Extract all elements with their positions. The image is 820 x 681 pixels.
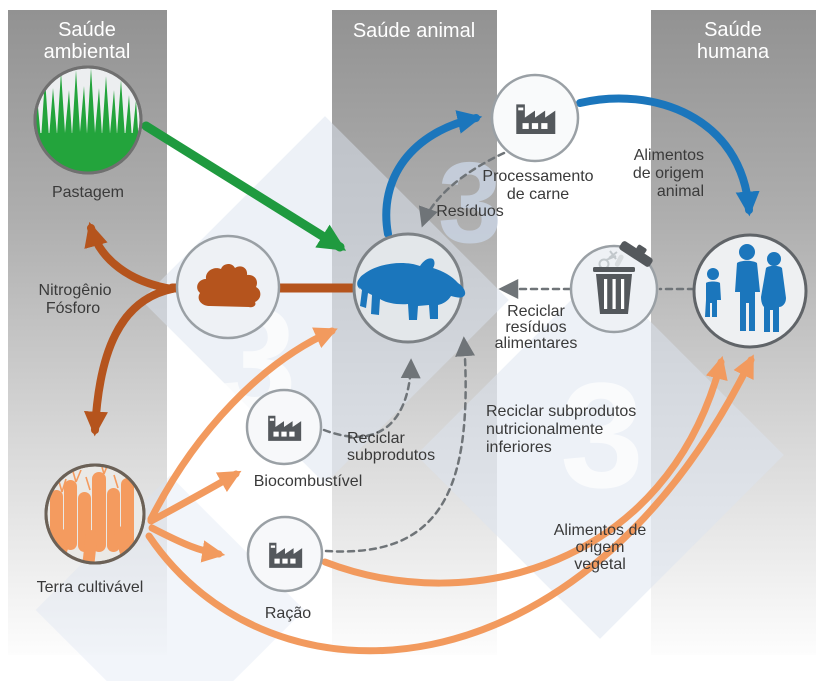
feed-node [246,515,324,593]
labels: Pastagem Nitrogênio Fósforo Terra cultiv… [37,147,704,622]
arable-land-to-biofuel-arrow [147,470,242,525]
pasture-label: Pastagem [52,184,124,201]
arable-land-label: Terra cultivável [37,579,144,596]
animal-foods-label: Alimentos [634,147,704,164]
plant-foods-label: Alimentos de [554,522,647,539]
recycle-byproducts-label: subprodutos [347,447,435,464]
biofuel-label: Biocombustível [254,473,363,490]
arable-land-to-feed-arrow [148,524,226,563]
feed-label: Ração [265,605,311,622]
recycle-inferior-byproducts-label: inferiores [486,439,552,456]
watermark-diamond [416,271,784,639]
animal-health-title: Saúde animal [353,20,475,42]
feed-to-humans-arrow [321,355,728,587]
feed-byproducts-to-pig-dashed-arrow [324,336,476,553]
biofuel-byproducts-to-pig-dashed-arrow [322,358,421,438]
recycle-inferior-byproducts-label: nutricionalmente [486,421,604,438]
recycle-food-waste-label: alimentares [495,335,578,352]
manure-node [175,234,281,340]
meat-processing-node [490,73,580,163]
processing-residues-to-pig-dashed-arrow [418,151,506,228]
recycle-food-waste-label: Reciclar [507,303,565,320]
residues-label: Resíduos [436,203,504,220]
plant-foods-label: vegetal [574,556,626,573]
band-headers: Saúde ambiental Saúde animal Saúde human… [44,19,770,63]
humans-node [692,233,808,349]
pig-node [352,232,466,344]
nodes [33,65,808,593]
environmental-health-title: Saúde [58,19,116,41]
feed-circle [246,515,324,593]
pasture-node [33,65,143,175]
environmental-health-title: ambiental [44,41,131,63]
meat-processing-label: de carne [507,186,569,203]
recycle-food-waste-label: resíduos [505,319,566,336]
pasture-to-pig-arrow [141,121,347,252]
trash-icon [593,241,653,314]
manure-icon [197,263,261,308]
wheat-icon [50,465,138,563]
arable-land-to-pig-arrow [147,327,338,523]
animal-foods-label: de origem [633,165,704,182]
human-health-title: humana [697,41,770,63]
recycle-byproducts-label: Reciclar [347,430,405,447]
biofuel-node [245,388,323,466]
food-waste-node [569,241,659,334]
family-icon [705,244,786,332]
manure-to-arable-land-arrow [83,285,176,437]
processing-to-humans-arrow [576,94,760,217]
pig-to-processing-arrow [382,110,483,238]
manure-to-pasture-arrow [84,221,176,293]
watermark-digit: 3 [560,351,643,519]
pig-icon [357,258,466,320]
human-health-title: Saúde [704,19,762,41]
arable-land-to-humans-arrow [145,354,755,655]
plant-foods-label: origem [576,539,625,556]
meat-processing-label: Processamento [482,168,593,185]
nitrogen-phosphorus-label: Nitrogênio [39,282,112,299]
arable-land-node [44,463,146,565]
nitrogen-phosphorus-label: Fósforo [46,300,100,317]
recycle-inferior-byproducts-label: Reciclar subprodutos [486,403,636,420]
animal-foods-label: animal [657,183,704,200]
